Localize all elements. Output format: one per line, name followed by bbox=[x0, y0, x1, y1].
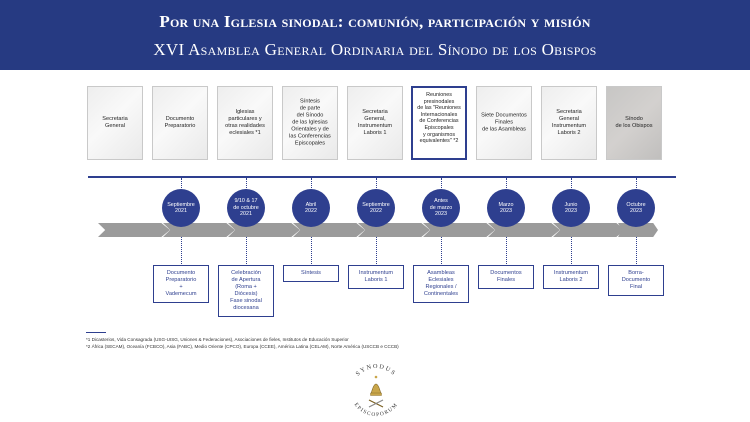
footnote-2: *2 África (SECAM), Oceanía (FCBCO), Asia… bbox=[86, 344, 399, 349]
output-box: Borra- Documento Final bbox=[608, 265, 664, 296]
output-box: Instrumentum Laboris 2 bbox=[543, 265, 599, 289]
seal-bottom-text: EPISCOPORUM bbox=[353, 402, 400, 418]
stage-label: Secretaria General, Instrumentum Laboris… bbox=[357, 109, 393, 136]
date-marker: Septiembre 2021 bbox=[162, 189, 200, 227]
output-box: Celebración de Apertura (Roma + Diócesis… bbox=[218, 265, 274, 317]
timeline-top-rule bbox=[88, 176, 676, 178]
output-box: Asambleas Eclesiales Regionales / Contin… bbox=[413, 265, 469, 303]
stage-label: Documento Preparatorio bbox=[164, 116, 196, 129]
papal-tiara-icon bbox=[370, 375, 382, 396]
date-marker: Octubre 2023 bbox=[617, 189, 655, 227]
footnote-1: *1 Dicasterios, Vida Consagrada (USG-UIS… bbox=[86, 337, 349, 342]
stage-box-highlight: Reuniones presinodales de las "Reuniones… bbox=[411, 86, 467, 160]
chevron-arrow bbox=[98, 223, 170, 237]
stage-box: Iglesias particulares y otras realidades… bbox=[217, 86, 273, 160]
stage-box: Documento Preparatorio bbox=[152, 86, 208, 160]
stage-label: Secretaria General bbox=[102, 116, 128, 129]
output-box: Documento Preparatorio + Vademecum bbox=[153, 265, 209, 303]
date-marker: Abril 2022 bbox=[292, 189, 330, 227]
page-subtitle: XVI Asamblea General Ordinaria del Sínod… bbox=[153, 40, 597, 59]
stage-box: Secretaria General, Instrumentum Laboris… bbox=[347, 86, 403, 160]
stage-label: Secretaria General Instrumentum Laboris … bbox=[551, 109, 587, 136]
stage-box: Secretaria General Instrumentum Laboris … bbox=[541, 86, 597, 160]
date-marker: 9/10 & 17 de octubre 2021 bbox=[227, 189, 265, 227]
output-box: Documentos Finales bbox=[478, 265, 534, 289]
output-box: Instrumentum Laboris 1 bbox=[348, 265, 404, 289]
stage-label: Iglesias particulares y otras realidades… bbox=[225, 109, 265, 136]
stage-box: Sínodo de los Obispos bbox=[606, 86, 662, 160]
stage-box: Siete Documentos Finales de las Asamblea… bbox=[476, 86, 532, 160]
synodus-logo: SYNODUS EPISCOPORUM bbox=[353, 363, 400, 418]
date-marker: Antes de marzo 2023 bbox=[422, 189, 460, 227]
crossed-keys-icon bbox=[368, 399, 384, 408]
chevron-arrow bbox=[618, 223, 658, 237]
stage-label: Síntesis de parte del Sínodo de las Igle… bbox=[289, 98, 331, 147]
stage-label: Sínodo de los Obispos bbox=[615, 116, 653, 129]
seal-top-text: SYNODUS bbox=[355, 363, 398, 377]
footnote-rule bbox=[86, 332, 106, 333]
page-title: Por una Iglesia sinodal: comunión, parti… bbox=[159, 12, 591, 31]
date-marker: Septiembre 2022 bbox=[357, 189, 395, 227]
header-banner: Por una Iglesia sinodal: comunión, parti… bbox=[0, 0, 750, 70]
stage-label: Siete Documentos Finales de las Asamblea… bbox=[481, 112, 527, 133]
date-marker: Marzo 2023 bbox=[487, 189, 525, 227]
output-box: Síntesis bbox=[283, 265, 339, 282]
date-marker: Junio 2023 bbox=[552, 189, 590, 227]
stage-box: Síntesis de parte del Sínodo de las Igle… bbox=[282, 86, 338, 160]
stage-label: Reuniones presinodales de las "Reuniones… bbox=[417, 92, 461, 145]
stage-box: Secretaria General bbox=[87, 86, 143, 160]
